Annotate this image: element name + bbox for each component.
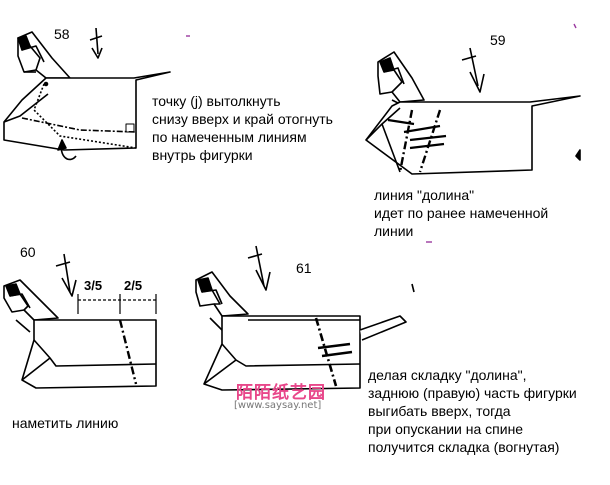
step-58-figure <box>3 27 171 161</box>
step-59-figure <box>365 47 581 175</box>
step-60-number: 60 <box>20 244 36 260</box>
step-61-number: 61 <box>296 260 312 276</box>
watermark-url: [www.saysay.net] <box>234 400 322 411</box>
step-58-instruction: точку (j) вытолкнуть снизу вверх и край … <box>152 93 333 163</box>
fraction-right-label: 2/5 <box>124 278 143 293</box>
fraction-left-label: 3/5 <box>84 278 103 293</box>
step-59-instruction: линия "долина" идет по ранее намеченной … <box>374 187 549 239</box>
step-60-instruction: наметить линию <box>12 415 119 431</box>
step-60-figure <box>3 253 157 389</box>
watermark-logo: 陌陌纸艺园 <box>236 383 326 403</box>
step-59-number: 59 <box>490 32 506 48</box>
step-61-figure <box>195 245 407 391</box>
step-61-instruction: делая складку "долина", заднюю (правую) … <box>368 367 577 455</box>
step-58-number: 58 <box>54 26 70 42</box>
